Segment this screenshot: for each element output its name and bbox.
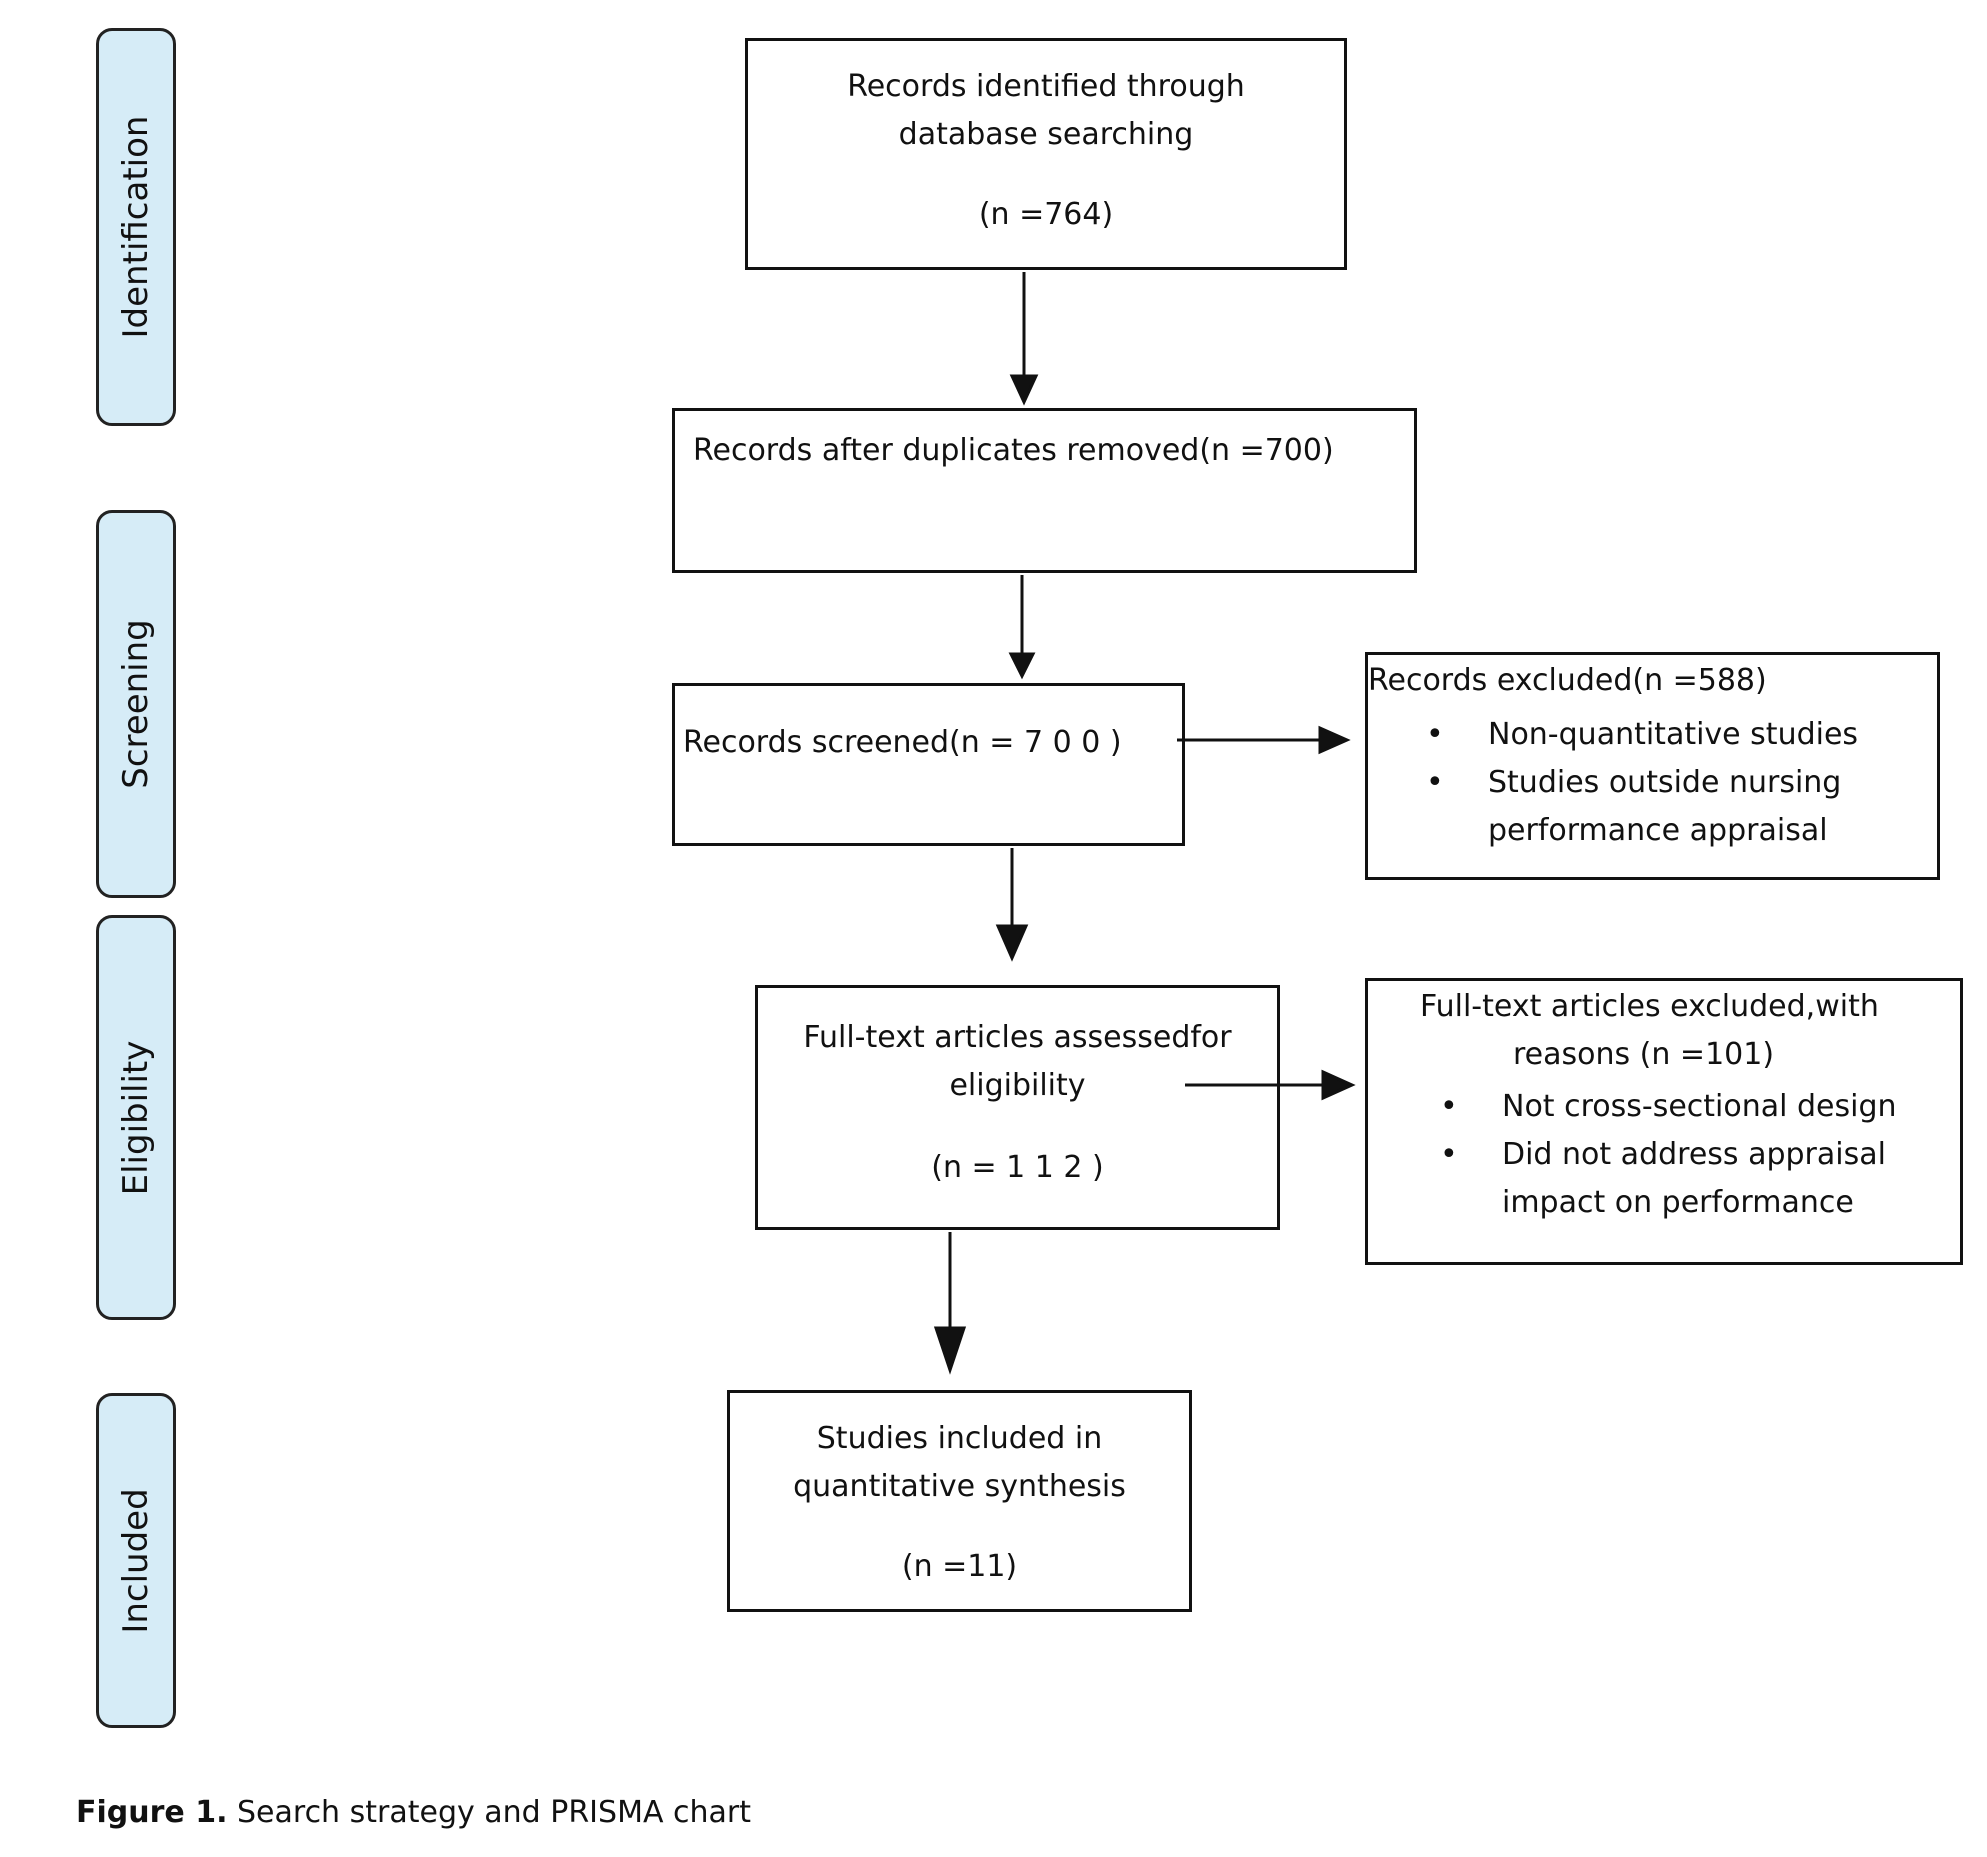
list-item-continuation: impact on performance: [1502, 1185, 1854, 1220]
box-fulltext-assessed: Full-text articles assessedfor eligibili…: [755, 985, 1280, 1230]
fulltext-line2: eligibility: [949, 1068, 1086, 1103]
box-duplicates-removed: Records after duplicates removed(n =700): [672, 408, 1417, 573]
stage-included: Included: [96, 1393, 176, 1728]
list-item: Not cross-sectional design: [1440, 1083, 1897, 1131]
fulltext-count: (n = 1 1 2 ): [931, 1150, 1104, 1185]
box-records-excluded: Records excluded(n =588) Non-quantitativ…: [1365, 652, 1940, 880]
list-item: Non-quantitative studies: [1426, 711, 1858, 759]
included-count: (n =11): [901, 1549, 1018, 1584]
excluded-reasons-list: Non-quantitative studies Studies outside…: [1426, 711, 1858, 855]
duplicates-line1: Records after duplicates removed(n =700): [693, 433, 1334, 468]
stage-identification: Identification: [96, 28, 176, 426]
figure-caption-text: Search strategy and PRISMA chart: [227, 1795, 752, 1830]
fulltext-excluded-reasons-list: Not cross-sectional design Did not addre…: [1440, 1083, 1897, 1227]
list-item-continuation: performance appraisal: [1488, 813, 1828, 848]
identified-line2: database searching: [898, 117, 1194, 152]
arrow-screened-to-excluded-head: [1318, 725, 1351, 755]
fulltext-excluded-line1: Full-text articles excluded,with: [1420, 989, 1879, 1024]
screened-line1: Records screened(n = 7 0 0 ): [683, 725, 1122, 760]
list-item: Studies outside nursing: [1426, 759, 1858, 807]
included-line1: Studies included in: [816, 1421, 1103, 1456]
fulltext-excluded-line2: reasons (n =101): [1513, 1037, 1775, 1072]
fulltext-line1: Full-text articles assessedfor: [803, 1020, 1232, 1055]
identified-line1: Records identified through: [847, 69, 1245, 104]
arrow-identified-to-duplicates-head: [1009, 374, 1039, 406]
included-line2: quantitative synthesis: [793, 1469, 1126, 1504]
box-records-screened: Records screened(n = 7 0 0 ): [672, 683, 1185, 846]
arrow-fulltext-to-included-head: [933, 1326, 967, 1375]
box-records-identified: Records identified through database sear…: [745, 38, 1347, 270]
arrow-duplicates-to-screened-head: [1008, 652, 1036, 680]
box-fulltext-excluded: Full-text articles excluded,with reasons…: [1365, 978, 1963, 1265]
stage-eligibility: Eligibility: [96, 915, 176, 1320]
figure-caption-label: Figure 1.: [76, 1795, 228, 1830]
box-studies-included: Studies included in quantitative synthes…: [727, 1390, 1192, 1612]
arrow-screened-to-fulltext-head: [995, 924, 1029, 962]
list-item: Did not address appraisal: [1440, 1131, 1897, 1179]
excluded-title: Records excluded(n =588): [1368, 663, 1767, 698]
figure-caption: Figure 1. Search strategy and PRISMA cha…: [76, 1795, 751, 1830]
stage-screening: Screening: [96, 510, 176, 898]
arrow-fulltext-to-excluded-head: [1321, 1069, 1356, 1101]
identified-count: (n =764): [978, 197, 1114, 232]
